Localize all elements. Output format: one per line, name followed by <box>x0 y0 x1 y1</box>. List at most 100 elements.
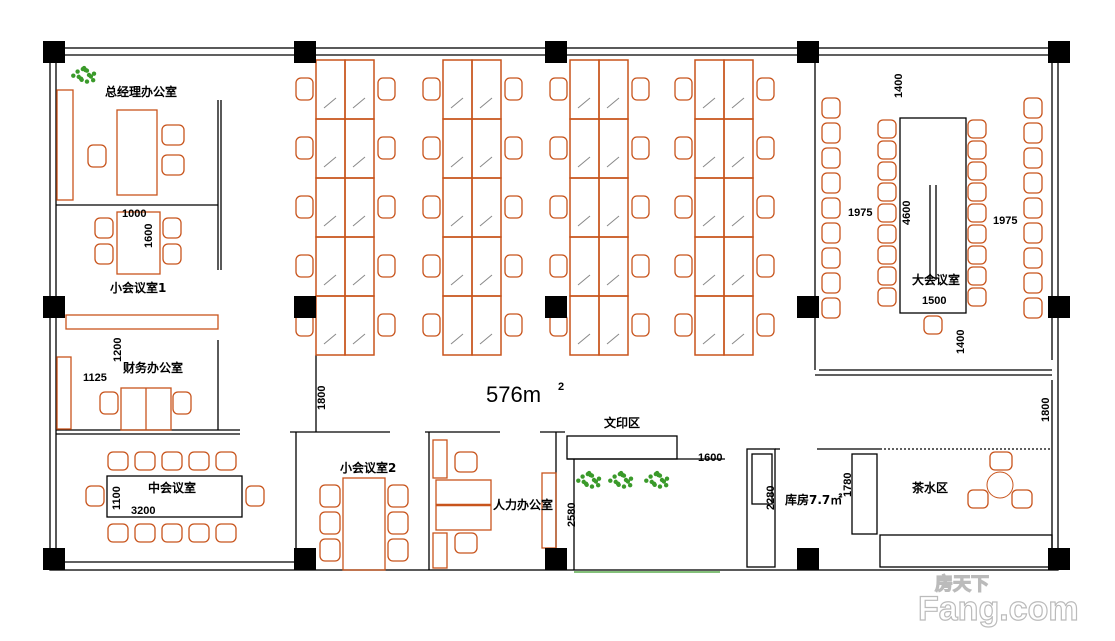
chair <box>631 254 650 278</box>
dimension-label: 1400 <box>893 74 905 98</box>
dimension-label: 1800 <box>1040 398 1052 422</box>
chair <box>94 217 114 239</box>
chair <box>821 222 841 244</box>
plant <box>620 472 625 478</box>
chair <box>295 254 314 278</box>
room-label-finance-office: 财务办公室 <box>122 360 183 375</box>
chair <box>821 122 841 144</box>
dimension-label: 1975 <box>993 215 1017 227</box>
plant <box>656 472 661 478</box>
workstation-desk <box>598 118 629 179</box>
chair <box>877 287 897 307</box>
keyboard <box>731 274 745 286</box>
chair <box>1023 172 1043 194</box>
plant <box>576 478 581 483</box>
dimension-label: 1975 <box>848 207 872 219</box>
chair <box>821 272 841 294</box>
keyboard <box>702 274 716 286</box>
keyboard <box>606 333 620 345</box>
chair <box>107 451 129 471</box>
workstation-desk <box>723 59 754 120</box>
keyboard <box>731 97 745 109</box>
chair <box>756 136 775 160</box>
dimension-label: 1000 <box>122 208 146 220</box>
chair <box>134 451 156 471</box>
keyboard <box>731 333 745 345</box>
plant <box>664 476 670 481</box>
column <box>294 548 316 570</box>
chair <box>422 136 441 160</box>
chair <box>162 217 182 239</box>
chair <box>161 124 185 146</box>
chair <box>821 247 841 269</box>
chair <box>162 243 182 265</box>
keyboard <box>352 274 366 286</box>
workstation-desk <box>569 118 600 179</box>
plant <box>628 476 634 481</box>
plant <box>589 484 595 489</box>
plant <box>83 67 88 73</box>
workstation-desk <box>569 236 600 297</box>
keyboard <box>450 333 464 345</box>
chair <box>967 224 987 244</box>
chair <box>422 195 441 219</box>
dimension-label: 1400 <box>955 330 967 354</box>
chair <box>821 172 841 194</box>
dimension-label: 2580 <box>566 503 578 527</box>
chair <box>295 195 314 219</box>
keyboard <box>352 97 366 109</box>
column <box>1048 548 1070 570</box>
plant <box>79 77 84 83</box>
keyboard <box>450 97 464 109</box>
room-label-medium-meeting: 中会议室 <box>148 480 196 495</box>
chair <box>821 297 841 319</box>
plant <box>593 479 599 484</box>
keyboard <box>577 333 591 345</box>
chair <box>188 451 210 471</box>
column <box>1048 41 1070 63</box>
workstation-desk <box>694 236 725 297</box>
room-label-hr-office: 人力办公室 <box>493 497 553 512</box>
keyboard <box>606 274 620 286</box>
workstation-desk <box>694 295 725 356</box>
dimension-label: 1125 <box>83 372 107 384</box>
plant <box>88 74 94 79</box>
keyboard <box>323 215 337 227</box>
workstation-desk <box>471 177 502 238</box>
plant <box>84 79 90 84</box>
keyboard <box>323 274 337 286</box>
keyboard <box>577 97 591 109</box>
dimension-label: 4600 <box>901 201 913 225</box>
keyboard <box>577 156 591 168</box>
chair <box>172 391 192 415</box>
area-superscript: 2 <box>558 381 564 393</box>
keyboard <box>479 274 493 286</box>
chair <box>1023 297 1043 319</box>
chair <box>674 136 693 160</box>
plant <box>649 479 654 485</box>
plant <box>595 483 601 488</box>
workstation-desk <box>694 177 725 238</box>
chair <box>549 136 568 160</box>
keyboard <box>606 215 620 227</box>
workstation-desk <box>315 177 346 238</box>
chair <box>967 287 987 307</box>
column <box>43 548 65 570</box>
dimension-label: 1500 <box>922 295 946 307</box>
chair <box>923 315 943 335</box>
chair <box>967 489 989 509</box>
room-label-small-meeting-1: 小会议室1 <box>110 280 166 295</box>
chair <box>1011 489 1033 509</box>
chair <box>377 254 396 278</box>
keyboard <box>479 215 493 227</box>
column <box>797 296 819 318</box>
chair <box>674 313 693 337</box>
chair <box>1023 197 1043 219</box>
chair <box>295 77 314 101</box>
plant <box>652 482 657 488</box>
room-label-gm-office: 总经理办公室 <box>105 84 177 99</box>
plant <box>621 484 627 489</box>
workstation-desk <box>315 236 346 297</box>
chair <box>1023 272 1043 294</box>
workstation-desk <box>471 118 502 179</box>
